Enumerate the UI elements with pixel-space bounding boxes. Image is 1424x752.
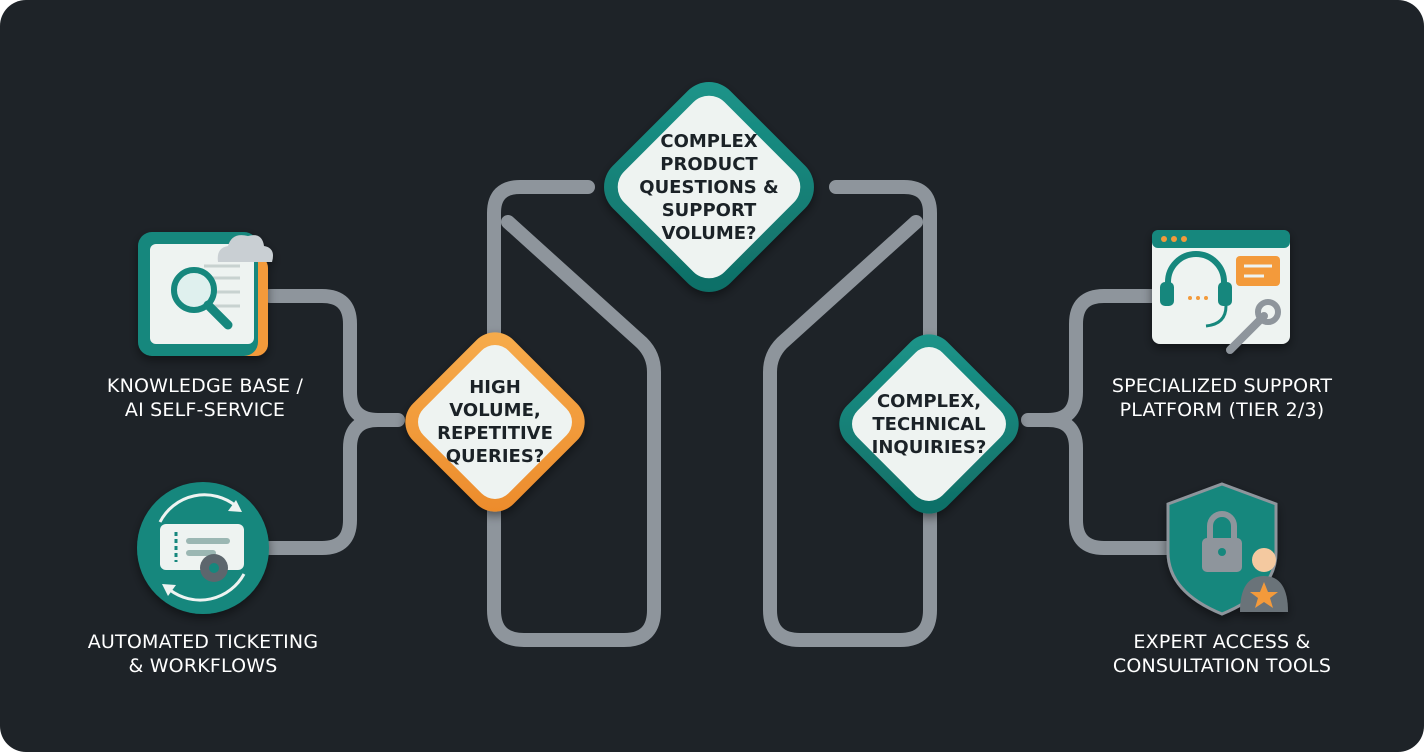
decision-left-line: REPETITIVE	[437, 423, 553, 444]
decision-diamond-left	[405, 332, 585, 512]
decision-left-text: HIGH VOLUME, REPETITIVE QUERIES?	[430, 362, 560, 482]
automated-ticketing-label-line: & WORKFLOWS	[128, 655, 278, 677]
automated-ticketing-label-line: AUTOMATED TICKETING	[87, 631, 319, 653]
decision-left-line: HIGH	[469, 377, 521, 398]
decision-right-line: TECHNICAL	[872, 413, 986, 435]
decision-diamond-right	[839, 334, 1019, 514]
shield-lock-expert-icon	[1166, 482, 1288, 616]
knowledge-base-label-line: KNOWLEDGE BASE /	[106, 375, 304, 397]
knowledge-base-label-line: AI SELF-SERVICE	[124, 399, 286, 421]
expert-access-label: EXPERT ACCESS & CONSULTATION TOOLS	[1092, 630, 1352, 678]
decision-top-line: VOLUME?	[661, 222, 757, 244]
decision-top-line: PRODUCT	[660, 153, 758, 175]
decision-left-line: QUERIES?	[445, 446, 545, 467]
expert-access-label-line: CONSULTATION TOOLS	[1112, 655, 1332, 677]
ticket-gear-icon	[137, 482, 269, 614]
specialized-support-label-line: SPECIALIZED SUPPORT	[1111, 375, 1333, 397]
decision-right-line: INQUIRIES?	[871, 436, 987, 458]
specialized-support-label-line: PLATFORM (TIER 2/3)	[1119, 399, 1325, 421]
decision-top-line: COMPLEX	[660, 130, 758, 152]
connector-top-left-outer	[487, 180, 661, 647]
decision-top-text: COMPLEX PRODUCT QUESTIONS & SUPPORT VOLU…	[629, 117, 789, 257]
connectors	[263, 180, 1175, 647]
decision-left-line: VOLUME,	[449, 400, 541, 421]
expert-access-label-line: EXPERT ACCESS &	[1133, 631, 1311, 653]
headset-chat-wrench-icon	[1152, 230, 1290, 354]
decision-right-text: COMPLEX, TECHNICAL INQUIRIES?	[864, 364, 994, 484]
automated-ticketing-label: AUTOMATED TICKETING & WORKFLOWS	[68, 630, 338, 678]
decision-right-line: COMPLEX,	[876, 390, 982, 412]
connector-right-to-expert	[1041, 413, 1175, 555]
specialized-support-label: SPECIALIZED SUPPORT PLATFORM (TIER 2/3)	[1092, 374, 1352, 422]
decision-diamond-top	[604, 82, 814, 292]
knowledge-base-label: KNOWLEDGE BASE / AI SELF-SERVICE	[90, 374, 320, 422]
decision-top-line: QUESTIONS &	[639, 176, 779, 198]
connector-left-to-ticketing	[263, 413, 385, 555]
knowledge-base-search-icon	[138, 232, 273, 356]
connector-top-right-outer	[763, 180, 937, 647]
decision-top-line: SUPPORT	[661, 199, 757, 221]
